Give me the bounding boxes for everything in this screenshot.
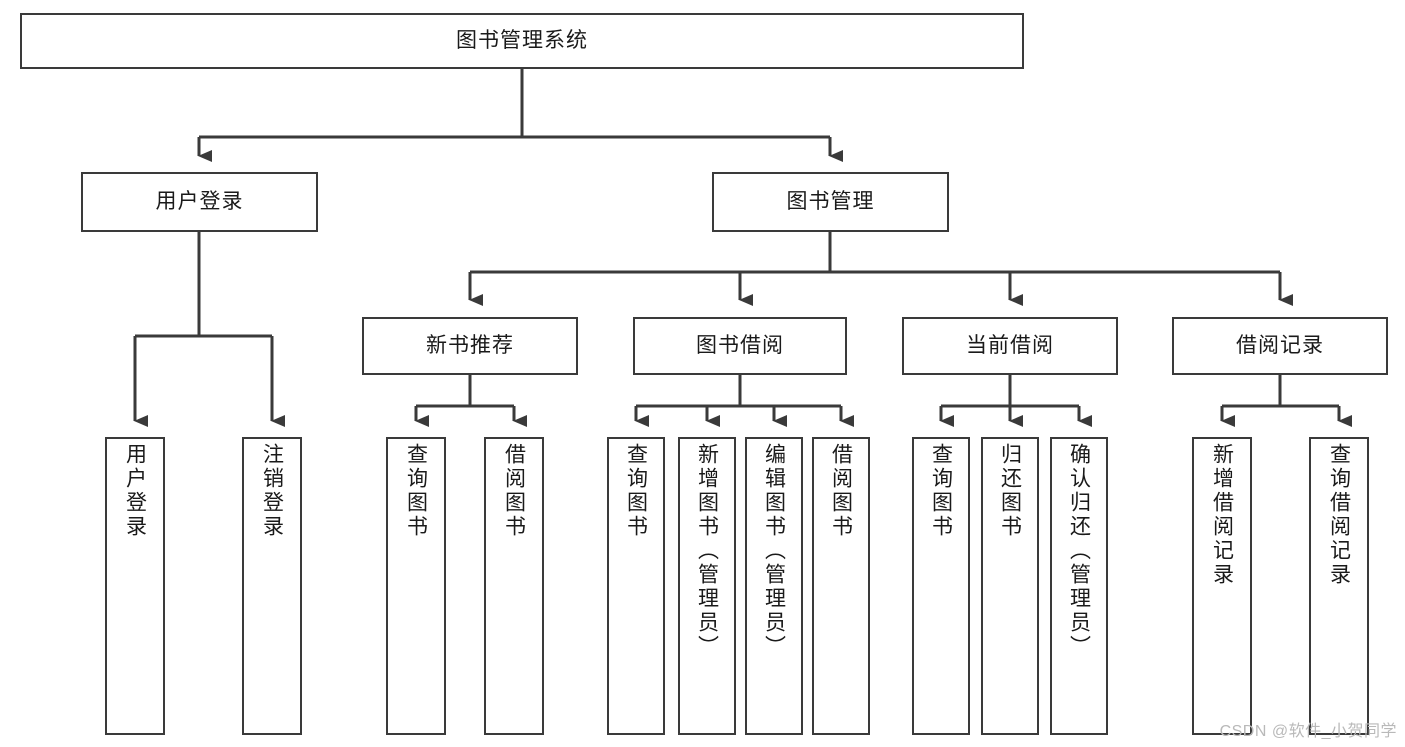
leaf-user-login-logout[interactable]: 注销登录 xyxy=(242,437,302,735)
leaf-book-borrow-query-label: 查询图书 xyxy=(624,443,648,539)
node-borrow-record[interactable]: 借阅记录 xyxy=(1172,317,1388,375)
leaf-current-borrow-query-label: 查询图书 xyxy=(929,443,953,539)
node-book-borrow-label: 图书借阅 xyxy=(696,333,784,357)
node-current-borrow-label: 当前借阅 xyxy=(966,333,1054,357)
leaf-current-borrow-confirm[interactable]: 确认归还（管理员） xyxy=(1050,437,1108,735)
node-book-management-label: 图书管理 xyxy=(786,189,875,213)
leaf-user-login-logout-label: 注销登录 xyxy=(260,443,284,539)
leaf-borrow-record-query[interactable]: 查询借阅记录 xyxy=(1309,437,1369,735)
watermark: CSDN @软件_小贺同学 xyxy=(1219,723,1397,740)
node-new-book-recommend-label: 新书推荐 xyxy=(426,333,514,357)
leaf-book-borrow-edit[interactable]: 编辑图书（管理员） xyxy=(745,437,803,735)
node-book-management[interactable]: 图书管理 xyxy=(712,172,949,232)
leaf-current-borrow-return[interactable]: 归还图书 xyxy=(981,437,1039,735)
leaf-new-book-borrow[interactable]: 借阅图书 xyxy=(484,437,544,735)
node-book-borrow[interactable]: 图书借阅 xyxy=(633,317,847,375)
leaf-current-borrow-return-label: 归还图书 xyxy=(998,443,1022,539)
node-root[interactable]: 图书管理系统 xyxy=(20,13,1024,69)
leaf-new-book-query[interactable]: 查询图书 xyxy=(386,437,446,735)
node-user-login[interactable]: 用户登录 xyxy=(81,172,318,232)
leaf-book-borrow-borrow-label: 借阅图书 xyxy=(829,443,853,539)
node-current-borrow[interactable]: 当前借阅 xyxy=(902,317,1118,375)
leaf-book-borrow-query[interactable]: 查询图书 xyxy=(607,437,665,735)
leaf-borrow-record-query-label: 查询借阅记录 xyxy=(1327,443,1351,587)
leaf-borrow-record-add-label: 新增借阅记录 xyxy=(1210,443,1234,587)
leaf-new-book-query-label: 查询图书 xyxy=(404,443,428,539)
node-borrow-record-label: 借阅记录 xyxy=(1236,333,1324,357)
leaf-user-login-login[interactable]: 用户登录 xyxy=(105,437,165,735)
leaf-book-borrow-add[interactable]: 新增图书（管理员） xyxy=(678,437,736,735)
node-new-book-recommend[interactable]: 新书推荐 xyxy=(362,317,578,375)
leaf-book-borrow-add-label: 新增图书（管理员） xyxy=(695,443,719,659)
leaf-current-borrow-confirm-label: 确认归还（管理员） xyxy=(1067,443,1091,659)
leaf-user-login-login-label: 用户登录 xyxy=(123,443,147,539)
leaf-borrow-record-add[interactable]: 新增借阅记录 xyxy=(1192,437,1252,735)
node-root-label: 图书管理系统 xyxy=(456,28,588,52)
leaf-book-borrow-borrow[interactable]: 借阅图书 xyxy=(812,437,870,735)
leaf-current-borrow-query[interactable]: 查询图书 xyxy=(912,437,970,735)
leaf-new-book-borrow-label: 借阅图书 xyxy=(502,443,526,539)
leaf-book-borrow-edit-label: 编辑图书（管理员） xyxy=(762,443,786,659)
node-user-login-label: 用户登录 xyxy=(155,189,244,213)
